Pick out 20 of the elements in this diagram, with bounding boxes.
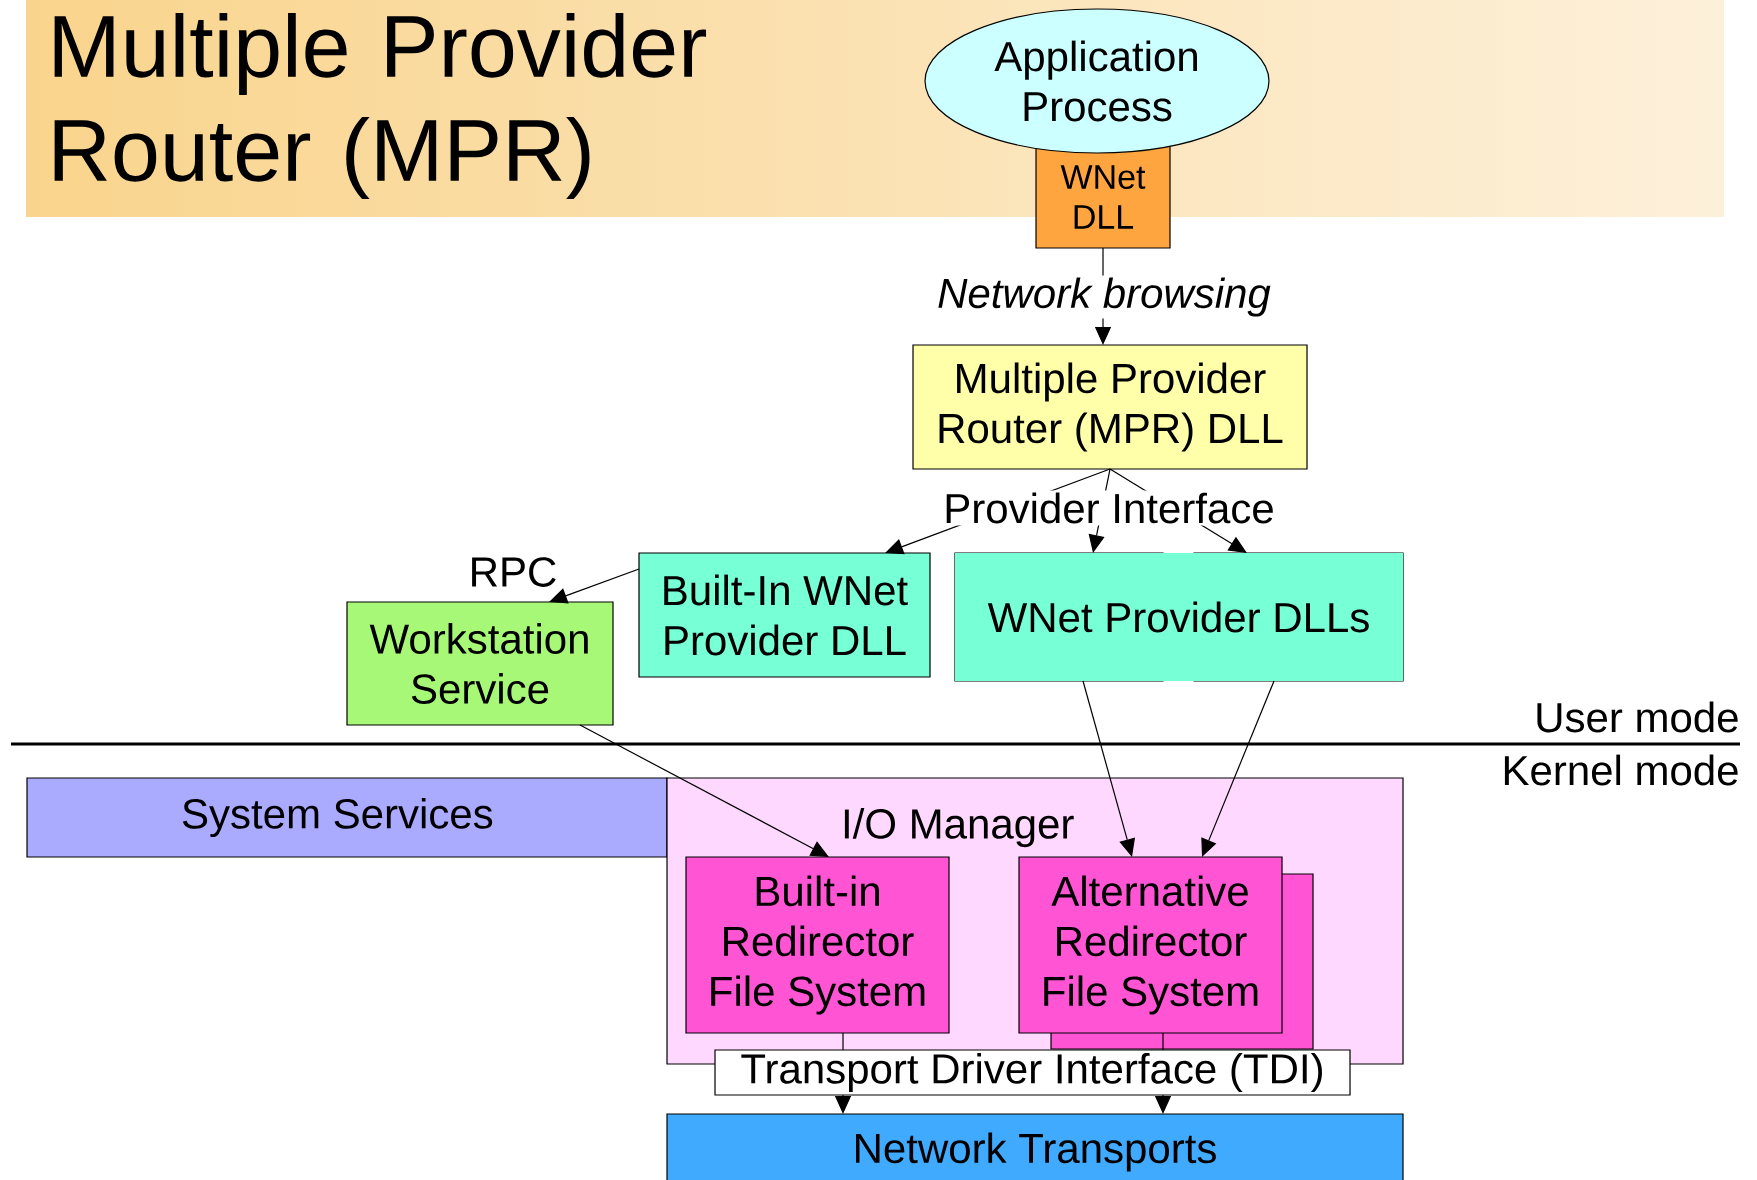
arrow [549, 568, 640, 604]
edge-label: Provider Interface [941, 490, 1277, 526]
edge-label: Network browsing [935, 275, 1273, 319]
services-band: System Services [26, 777, 668, 858]
arrow [1082, 680, 1136, 857]
provider-box: Built-In WNet Provider DLL [638, 552, 931, 678]
arrow [579, 724, 829, 857]
dll-box: WNet DLL [1035, 145, 1171, 249]
router-box: Multiple Provider Router (MPR) DLL [912, 344, 1308, 470]
title-text: Multiple Provider Router (MPR) [54, 13, 707, 199]
provider-box-drawing: WNet Provider DLLs [954, 552, 1404, 682]
transports-box: Network Transports [666, 1113, 1404, 1180]
redirector-box-drawing: Alternative Redirector File System [1018, 856, 1314, 1050]
arrow [1201, 680, 1275, 857]
mode-label: Kernel mode [1504, 754, 1738, 786]
edge-label: RPC [466, 555, 560, 589]
service-box: Workstation Service [346, 601, 614, 726]
redirector-box: Built-in Redirector File System [685, 856, 950, 1034]
mode-label: User mode [1537, 701, 1738, 733]
interface-box: Transport Driver Interface (TDI) [714, 1049, 1351, 1096]
